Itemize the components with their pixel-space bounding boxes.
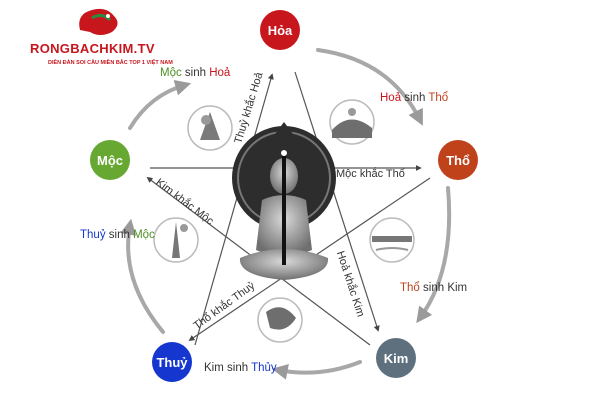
illustration-wood [187,105,233,151]
logo-tagline: DIỄN ĐÀN SOI CẦU MIỀN BẮC TOP 1 VIỆT NAM [48,60,173,66]
label-tho-sinh-kim: Thổ sinh Kim [400,282,467,294]
illustration-metal [257,297,303,343]
node-moc: Mộc [90,140,130,180]
node-hoa-label: Hỏa [267,22,293,38]
dragon-logo-icon [79,8,118,35]
tho-kim-mid: sinh [419,282,448,294]
node-thuy-label: Thuỷ [156,354,188,370]
arrow-kim-to-thuy [271,360,362,380]
hoa-tho-mid: sinh [401,92,429,104]
node-tho: Thổ [438,140,478,180]
node-thuy: Thuỷ [152,342,192,382]
generating-cycle-arrows [120,48,452,380]
kim-thuy-a: Kim [204,362,224,374]
illustration-water [153,217,199,263]
arrow-moc-to-hoa [128,79,192,130]
node-kim-label: Kim [383,350,409,366]
arrow-tho-to-kim [416,186,452,324]
node-hoa: Hỏa [260,10,300,50]
line-thuy-to-hoa [194,73,274,346]
label-moc-sinh-hoa: Mộc sinh Hoả [160,67,230,79]
line-hoa-to-kim [294,71,380,332]
label-thuy-sinh-moc: Thuỷ sinh Mộc [80,229,155,241]
node-moc-label: Mộc [97,152,123,168]
thuy-moc-b: Mộc [133,229,155,241]
moc-hoa-b: Hoả [209,67,231,79]
thuy-moc-mid: sinh [105,229,134,241]
meditating-figure [232,122,336,280]
logo-title: RONGBACHKIM.TV [30,41,155,56]
arrow-thuy-to-moc [120,218,165,334]
kim-thuy-mid: sinh [223,362,252,374]
node-kim: Kim [376,338,416,378]
tho-kim-b: Kim [447,282,468,294]
node-tho-label: Thổ [446,152,470,168]
moc-hoa-mid: sinh [181,67,210,79]
thuy-moc-a: Thuỷ [80,229,106,241]
label-kim-sinh-thuy: Kim sinh Thủy [204,362,277,374]
hoa-tho-a: Hoả [380,92,402,104]
label-hoa-sinh-tho: Hoả sinh Thổ [380,92,448,104]
moc-hoa-a: Mộc [160,67,182,79]
tho-kim-a: Thổ [400,282,420,294]
hoa-tho-b: Thổ [428,92,449,104]
kim-thuy-b: Thủy [251,362,277,374]
label-moc-khac-tho: Mộc khắc Thổ [336,168,405,180]
site-logo[interactable]: RONGBACHKIM.TV DIỄN ĐÀN SOI CẦU MIỀN BẮC… [8,4,178,66]
arrow-hoa-to-tho [316,48,423,126]
illustration-earth [369,217,415,263]
illustration-fire [329,99,375,145]
